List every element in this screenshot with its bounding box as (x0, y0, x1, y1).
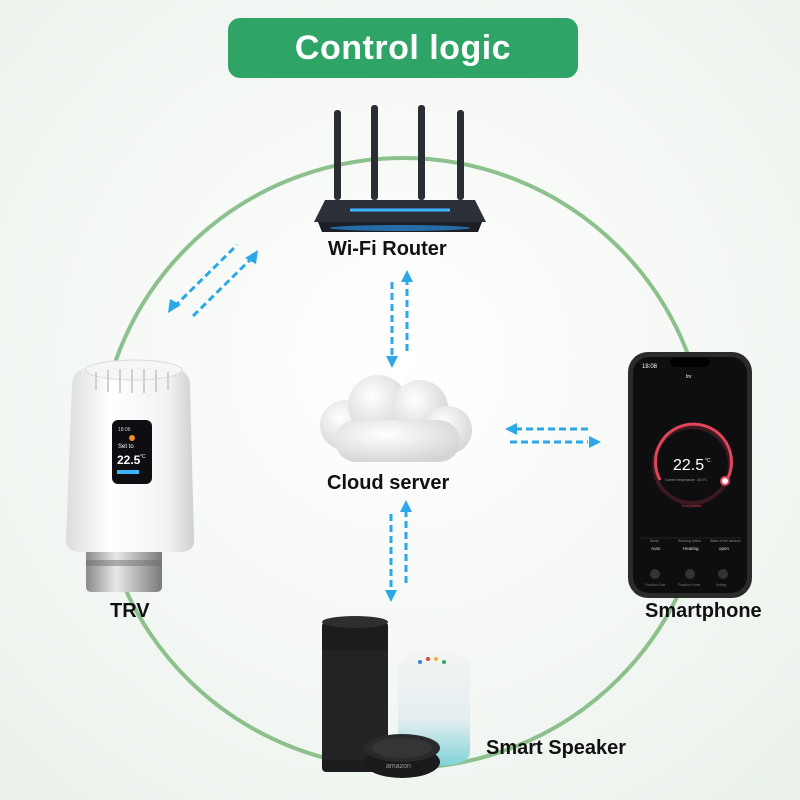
flame-icon (129, 435, 135, 441)
phone-value-0: Auto (651, 546, 661, 551)
phone-temp: 22.5 (673, 457, 704, 474)
arrowhead (505, 423, 517, 435)
phone-mode-text: Low power (682, 503, 702, 508)
trv-display-bar (117, 470, 139, 474)
cloud-icon (320, 375, 472, 462)
trv-display-unit: °C (140, 454, 146, 460)
phone-header-1: Working status (678, 539, 701, 543)
arrowhead (589, 436, 601, 448)
router-icon (314, 105, 486, 232)
phone-tab-2: Setting (716, 583, 726, 587)
smartphone-label: Smartphone (645, 600, 762, 622)
title-banner: Control logic (228, 18, 578, 78)
phone-temp-unit: °C (705, 458, 711, 464)
trv-icon (66, 359, 194, 592)
arrowhead (386, 356, 398, 368)
smart-speaker-label: Smart Speaker (486, 737, 627, 759)
smartphone-icon (628, 352, 752, 598)
echo-speaker-icon (322, 616, 388, 772)
speaker-brand-text: amazon (386, 763, 411, 770)
phone-value-2: open (719, 546, 730, 551)
router-label: Wi-Fi Router (328, 238, 447, 260)
cloud-label: Cloud server (327, 472, 450, 494)
arrowhead (400, 500, 412, 512)
trv-label: TRV (110, 600, 150, 622)
trv-display-setto: Set to (118, 444, 134, 450)
trv-display-time: 18:06 (118, 427, 131, 433)
arrowhead (168, 299, 181, 313)
phone-tab-0: Function Rule (645, 583, 666, 587)
phone-tab-1: Function Home (678, 583, 701, 587)
phone-header-0: Mode (650, 539, 659, 543)
title-text: Control logic (294, 28, 512, 67)
arrowhead (401, 270, 413, 282)
phone-status-time: 18:08 (642, 364, 658, 370)
trv-display-temp: 22.5 (117, 453, 141, 467)
arrows-cloud-speaker (389, 510, 408, 590)
phone-header-2: State of the window (710, 539, 741, 543)
arrowhead (385, 590, 397, 602)
arrows-cloud-phone (510, 427, 592, 444)
arrows-router-cloud (390, 278, 409, 358)
echo-dot-icon (364, 734, 440, 778)
arrows-trv-router (172, 243, 256, 318)
arrowhead (245, 250, 258, 264)
phone-app-title: trv (686, 374, 692, 380)
phone-current-temp: Current temperature : 26.0°C (665, 478, 708, 482)
phone-value-1: Heating (683, 546, 699, 551)
